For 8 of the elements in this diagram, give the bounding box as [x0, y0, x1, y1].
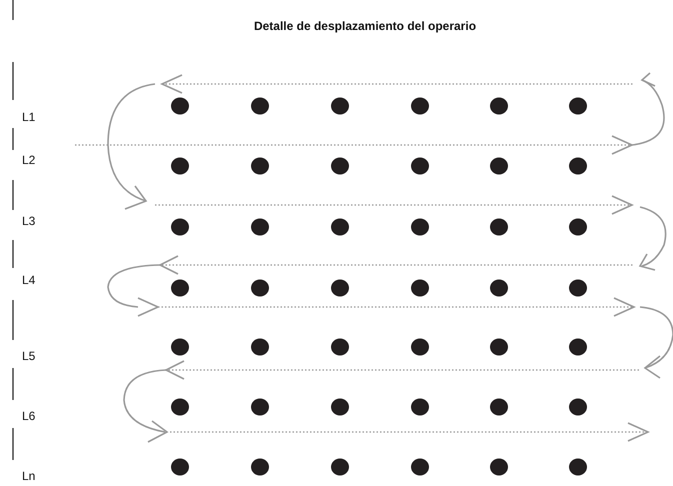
- row-label: L2: [22, 153, 36, 167]
- diagram-title: Detalle de desplazamiento del operario: [252, 19, 478, 33]
- row-label: L3: [22, 214, 36, 228]
- row-label: L4: [22, 273, 36, 287]
- row-label: Ln: [22, 469, 36, 483]
- row-label: L6: [22, 409, 36, 423]
- row-label: L1: [22, 110, 36, 124]
- row-label: L5: [22, 349, 36, 363]
